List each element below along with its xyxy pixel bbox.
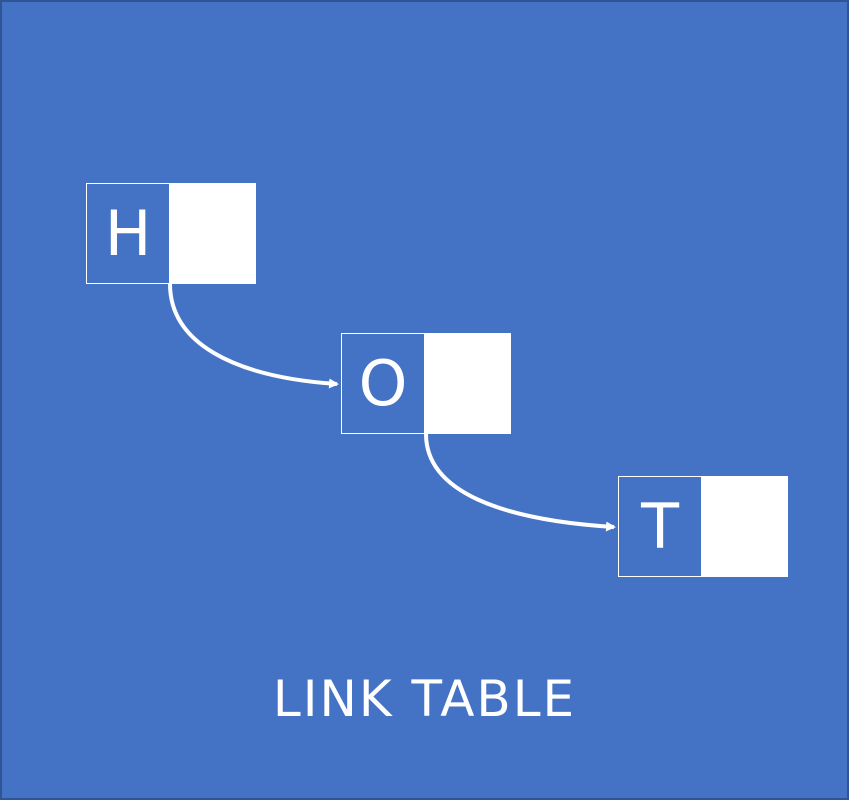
node-pointer-cell	[424, 334, 510, 433]
node-pointer-cell	[169, 184, 255, 283]
link-arrow-h-to-o	[168, 283, 339, 389]
node-data-cell: H	[104, 196, 152, 270]
diagram-caption: LINK TABLE	[272, 670, 577, 728]
list-node-o: O	[341, 333, 511, 434]
list-node-h: H	[86, 183, 256, 284]
list-node-t: T	[618, 476, 788, 577]
node-pointer-cell	[701, 477, 787, 576]
node-data-cell: T	[641, 489, 679, 563]
link-arrow-o-to-t	[424, 433, 616, 532]
node-data-cell: O	[358, 346, 408, 420]
